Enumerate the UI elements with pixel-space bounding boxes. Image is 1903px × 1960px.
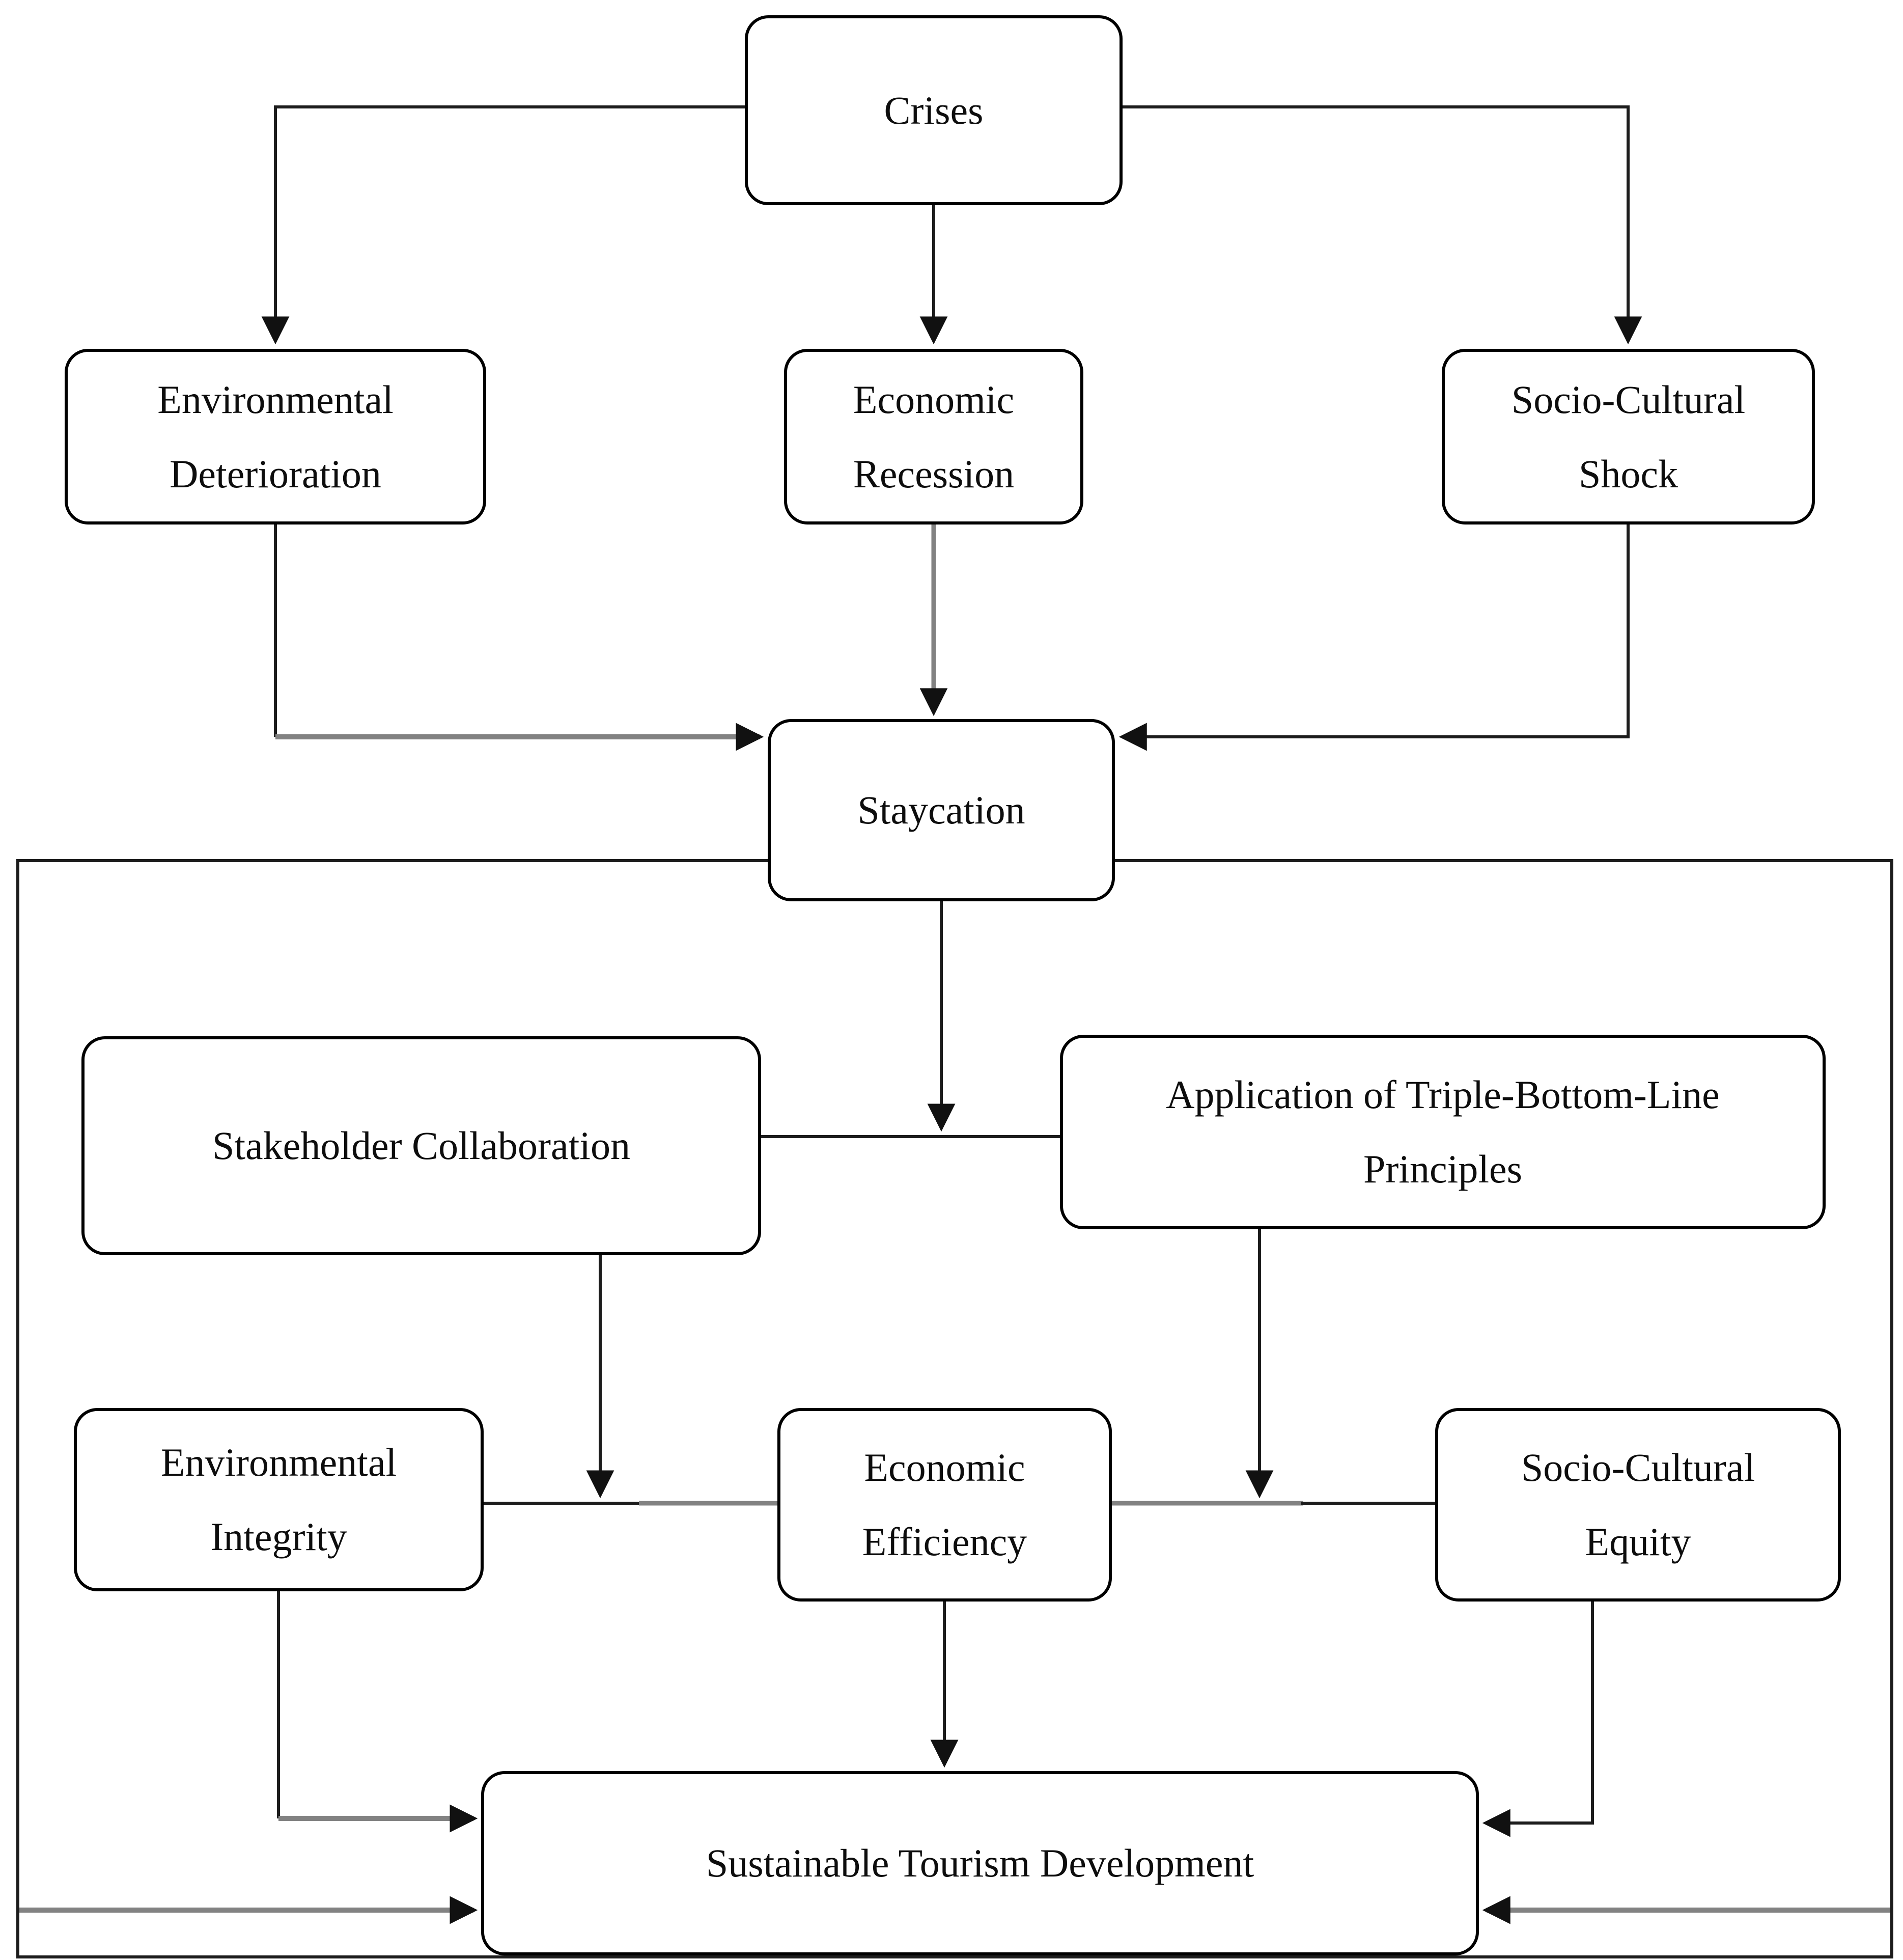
node-tbl-principles: Application of Triple-Bottom-Line Princi… [1060,1035,1826,1229]
node-tbl-principles-line1: Application of Triple-Bottom-Line [1166,1072,1720,1117]
node-sustainable-tourism-development: Sustainable Tourism Development [481,1771,1479,1955]
node-economic-efficiency-line2: Efficiency [862,1520,1027,1564]
node-environmental-integrity: Environmental Integrity [74,1408,484,1591]
connector-socio-cultural-shock-to-staycation [1118,524,1630,751]
connector-crises-to-environmental-deterioration [261,105,745,345]
node-sustainable-tourism-development-label: Sustainable Tourism Development [706,1841,1254,1886]
node-economic-recession: Economic Recession [784,349,1083,524]
node-economic-recession-line2: Recession [853,451,1015,496]
node-socio-cultural-shock-line2: Shock [1579,451,1678,496]
node-staycation: Staycation [768,719,1115,901]
node-economic-efficiency-line1: Economic [864,1445,1025,1490]
node-tbl-principles-line2: Principles [1363,1147,1522,1191]
node-economic-recession-line1: Economic [853,377,1015,422]
node-socio-cultural-shock: Socio-Cultural Shock [1442,349,1815,524]
node-stakeholder-collaboration: Stakeholder Collaboration [81,1036,761,1255]
node-crises-label: Crises [884,88,984,132]
node-economic-efficiency: Economic Efficiency [777,1408,1112,1602]
node-socio-cultural-equity: Socio-Cultural Equity [1435,1408,1841,1602]
node-environmental-integrity-line1: Environmental [160,1440,397,1485]
node-socio-cultural-shock-line1: Socio-Cultural [1511,377,1746,422]
node-environmental-deterioration: Environmental Deterioration [65,349,486,524]
connector-socio-cultural-equity-to-std [1482,1602,1594,1837]
node-staycation-label: Staycation [857,788,1025,833]
node-stakeholder-collaboration-label: Stakeholder Collaboration [212,1123,630,1168]
node-environmental-integrity-line2: Integrity [210,1514,347,1559]
node-socio-cultural-equity-line1: Socio-Cultural [1521,1445,1755,1490]
node-crises: Crises [745,15,1123,205]
connector-crises-to-socio-cultural-shock [1123,105,1642,345]
node-socio-cultural-equity-line2: Equity [1585,1520,1691,1564]
node-environmental-deterioration-line1: Environmental [157,377,394,422]
node-environmental-deterioration-line2: Deterioration [170,451,381,496]
